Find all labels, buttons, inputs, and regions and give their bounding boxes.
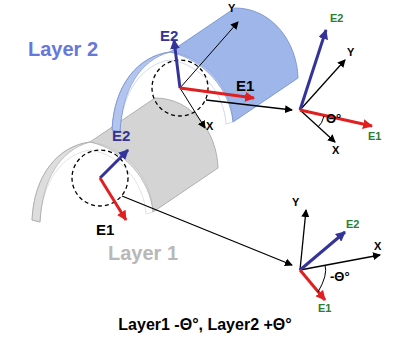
fiber-label: E1 — [236, 78, 254, 95]
axis-label: Y — [292, 196, 299, 208]
caption: Layer1 -Θ°, Layer2 +Θ° — [118, 316, 291, 334]
fiber-label: E2 — [112, 128, 130, 145]
angle-label: -Θ° — [330, 270, 350, 284]
layer-name: Layer 2 — [28, 38, 98, 60]
fiber-label: E2 — [330, 12, 343, 24]
axis-label: X — [332, 144, 339, 156]
axis-label: X — [374, 240, 381, 252]
axis-label: Y — [347, 46, 354, 58]
fiber-label: E1 — [368, 130, 381, 142]
layer-name: Layer 1 — [108, 242, 178, 264]
fiber-label: E1 — [318, 302, 331, 314]
angle-label: Θ° — [326, 112, 341, 126]
fiber-label: E2 — [160, 28, 178, 45]
axis-label: Y — [228, 2, 235, 14]
fiber-label: E1 — [96, 222, 114, 239]
fiber-label: E2 — [346, 218, 359, 230]
axis-label: X — [206, 120, 213, 132]
